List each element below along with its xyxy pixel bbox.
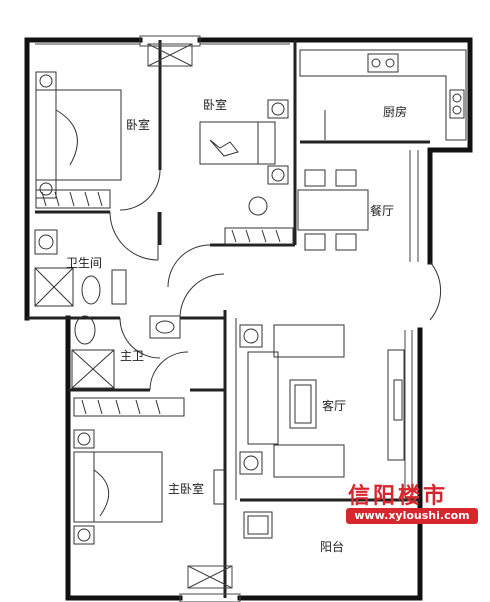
wardrobe-master (73, 397, 185, 417)
watermark-url: www.xyloushi.com (346, 508, 478, 524)
balcony-fixture (243, 511, 273, 539)
room-label-dining: 餐厅 (370, 204, 395, 218)
exterior-walls (24, 37, 473, 601)
dining-table (297, 169, 369, 251)
kitchen-counter (299, 49, 467, 141)
room-label-bathroom: 卫生间 (66, 256, 103, 270)
wardrobe-mid (224, 227, 294, 245)
room-label-balcony: 阳台 (320, 540, 345, 554)
bed-mid (199, 99, 289, 216)
sofa-set (235, 318, 345, 500)
interior-walls (27, 40, 430, 598)
room-label-master-bath: 主卫 (120, 349, 145, 363)
room-label-kitchen: 厨房 (383, 105, 408, 119)
room-label-living: 客厅 (322, 399, 347, 413)
watermark-site-name: 信阳楼市 (348, 484, 449, 509)
doors (109, 169, 442, 391)
bed-nw (35, 71, 122, 199)
bathroom-fixtures (34, 229, 127, 307)
windows (35, 35, 419, 602)
wardrobe-nw (35, 189, 111, 209)
room-label-bedroom-mid: 卧室 (203, 98, 228, 112)
master-bath-fixtures (71, 315, 181, 389)
tv-cabinet (387, 349, 405, 461)
bed-master (73, 429, 225, 545)
room-label-bedroom-nw: 卧室 (126, 118, 151, 132)
room-label-master-bedroom: 主卧室 (168, 482, 205, 496)
